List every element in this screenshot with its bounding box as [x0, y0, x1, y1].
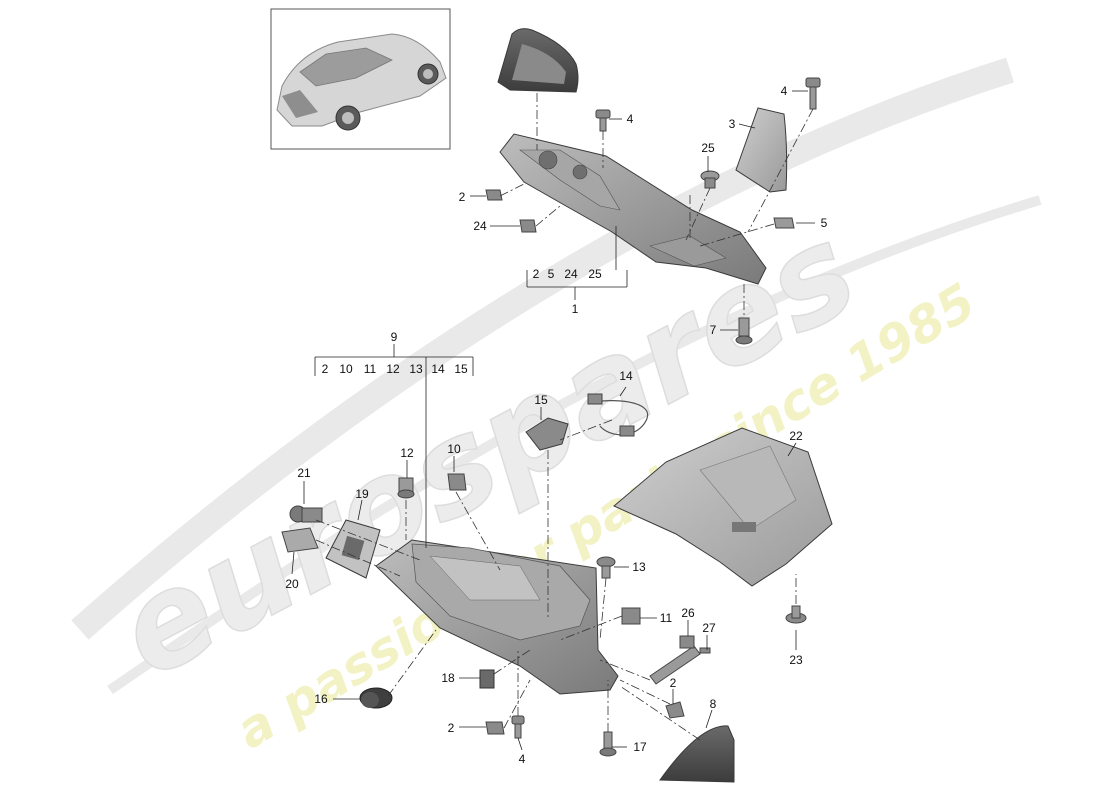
- holder-part-20: [281, 527, 319, 553]
- callout-2: 2: [670, 676, 677, 690]
- callout-17: 17: [633, 740, 647, 754]
- callout-22: 22: [789, 429, 803, 443]
- callout-14: 14: [619, 369, 633, 383]
- screw-part-4-mid: [595, 109, 611, 132]
- trim-frame-part-19: [325, 519, 381, 579]
- clip-part-10: [447, 473, 467, 491]
- group-9-member: 11: [364, 362, 377, 376]
- callout-4: 4: [781, 84, 788, 98]
- clip-part-5: [773, 217, 795, 229]
- callout-7: 7: [710, 323, 717, 337]
- callout-1: 1: [572, 302, 579, 316]
- callout-20: 20: [285, 577, 299, 591]
- callout-2: 2: [448, 721, 455, 735]
- storage-tray-shield: [613, 427, 833, 587]
- top-vent-trim: [497, 28, 579, 93]
- callout-9: 9: [391, 330, 398, 344]
- socket-part-12: [397, 477, 415, 499]
- glove-box: [375, 539, 619, 695]
- group-9-member: 14: [431, 362, 445, 376]
- callout-25: 25: [701, 141, 715, 155]
- group-1-member: 25: [588, 267, 602, 281]
- callout-12: 12: [400, 446, 414, 460]
- assembly-lines: [315, 93, 814, 741]
- switch-part-15: [525, 417, 569, 451]
- callout-8: 8: [710, 697, 717, 711]
- callout-4: 4: [519, 752, 526, 766]
- group-9-member: 13: [409, 362, 423, 376]
- socket-part-21: [289, 505, 323, 523]
- callout-23: 23: [789, 653, 803, 667]
- callout-21: 21: [297, 466, 311, 480]
- wiring-part-14: [587, 393, 649, 437]
- callout-19: 19: [355, 487, 369, 501]
- callout-27: 27: [702, 621, 716, 635]
- callout-4: 4: [627, 112, 634, 126]
- screw-part-4-low: [511, 715, 525, 739]
- group-1-member: 5: [548, 267, 555, 281]
- callouts: 1 2 2 2 3 4 4 4 5 7 8 9 10 11 12 13 14 1…: [285, 84, 827, 766]
- callout-10: 10: [447, 442, 461, 456]
- callout-5: 5: [821, 216, 828, 230]
- screw-part-7: [735, 317, 753, 345]
- clip-part-24: [519, 219, 537, 233]
- glove-box-lid: [659, 725, 735, 783]
- callout-11: 11: [660, 611, 673, 625]
- callout-13: 13: [632, 560, 646, 574]
- clip-part-23: [785, 605, 807, 624]
- group-1-members: 2 5 24 25: [533, 267, 602, 281]
- leader-lines: [291, 90, 815, 751]
- screw-part-4-top: [805, 77, 821, 110]
- clip-part-11: [621, 607, 641, 625]
- callout-2: 2: [459, 190, 466, 204]
- clip-part-13: [596, 556, 616, 579]
- group-9-member: 15: [454, 362, 468, 376]
- rod-part-26: [649, 635, 701, 685]
- callout-26: 26: [681, 606, 695, 620]
- car-icon: [276, 33, 447, 131]
- clip-part-2-low-left: [485, 721, 505, 735]
- screw-part-27: [699, 647, 711, 654]
- group-9-member: 10: [339, 362, 353, 376]
- screw-part-17: [599, 731, 617, 757]
- group-1-member: 2: [533, 267, 540, 281]
- callout-3: 3: [729, 117, 736, 131]
- callout-18: 18: [441, 671, 455, 685]
- callout-15: 15: [534, 393, 548, 407]
- clip-part-2-top: [485, 189, 503, 201]
- pad-part-18: [479, 669, 495, 689]
- group-9-member: 2: [322, 362, 329, 376]
- clip-part-2-low-right: [665, 701, 685, 719]
- group-bracket-9: [314, 344, 474, 548]
- callout-24: 24: [473, 219, 487, 233]
- lock-part-16: [359, 687, 393, 709]
- side-trim-panel: [735, 107, 788, 193]
- group-1-member: 24: [564, 267, 578, 281]
- group-bracket-1: [526, 226, 628, 300]
- dashboard-carrier: [499, 133, 767, 285]
- group-9-member: 12: [386, 362, 400, 376]
- group-9-members: 2 10 11 12 13 14 15: [322, 362, 468, 376]
- callout-16: 16: [314, 692, 328, 706]
- car-thumbnail: [270, 8, 451, 150]
